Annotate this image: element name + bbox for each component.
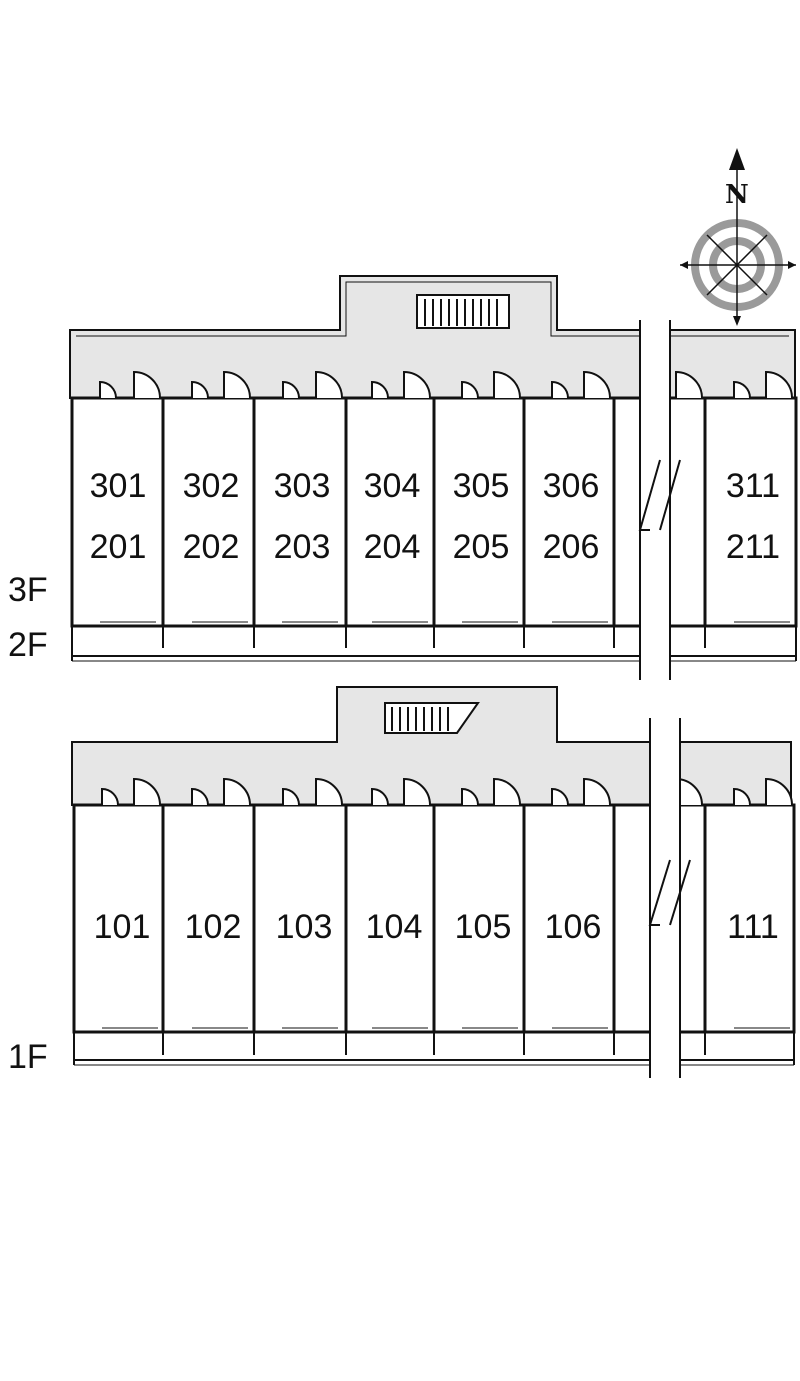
- upper-corridor-inner-edge: [76, 281, 789, 337]
- room-number: 104: [365, 908, 423, 946]
- compass-rose-icon: [680, 148, 796, 326]
- room-number: 206: [542, 528, 600, 566]
- room-number: 306: [542, 467, 600, 505]
- room-number: 204: [363, 528, 421, 566]
- upper-room-block: [70, 396, 798, 662]
- room-number: 305: [452, 467, 510, 505]
- room-number: 303: [273, 467, 331, 505]
- lower-doors: [101, 777, 793, 806]
- room-number: 203: [273, 528, 331, 566]
- lower-staircase: [384, 702, 480, 734]
- compass-north-label: N: [725, 180, 749, 210]
- lower-break-line: [648, 718, 691, 1078]
- room-number: 105: [454, 908, 512, 946]
- room-number: 211: [725, 528, 781, 566]
- room-number: 111: [727, 908, 779, 946]
- floor-label-3f: 3F: [8, 571, 48, 609]
- room-number: 202: [182, 528, 240, 566]
- floor-label-1f: 1F: [8, 1038, 48, 1076]
- room-number: 311: [725, 467, 781, 505]
- room-number: 302: [182, 467, 240, 505]
- upper-staircase: [416, 294, 510, 329]
- room-number: 205: [452, 528, 510, 566]
- room-number: 301: [89, 467, 147, 505]
- room-number: 304: [363, 467, 421, 505]
- upper-doors: [99, 370, 793, 399]
- upper-break-line: [638, 320, 681, 680]
- room-number: 103: [275, 908, 333, 946]
- room-number: 106: [544, 908, 602, 946]
- room-number: 102: [184, 908, 242, 946]
- room-number: 201: [89, 528, 147, 566]
- room-number: 101: [93, 908, 151, 946]
- floor-label-2f: 2F: [8, 626, 48, 664]
